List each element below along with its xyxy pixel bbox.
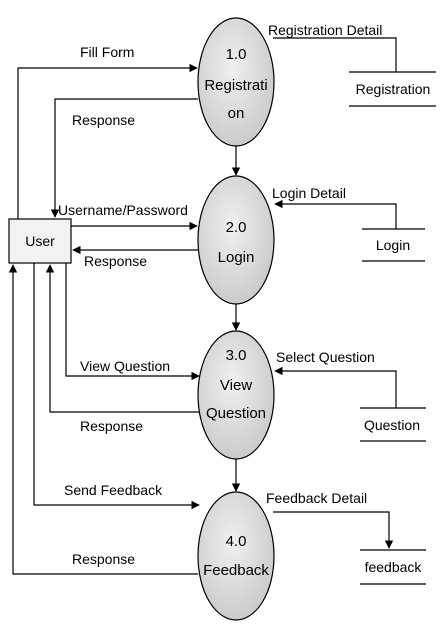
process-login-name-line-1: Login xyxy=(218,249,255,266)
datastore-question[interactable]: Question xyxy=(360,407,426,442)
flow-response-feedback[interactable]: Response xyxy=(8,264,198,575)
flow-username-password-label: Username/Password xyxy=(58,202,188,218)
flow-send-feedback[interactable]: Send Feedback xyxy=(33,263,200,510)
flow-response-view-question-label: Response xyxy=(80,418,143,434)
flow-response-registration-label: Response xyxy=(72,112,135,128)
process-view-question-name-line-1: View xyxy=(220,377,252,394)
flow-registration-detail-label: Registration Detail xyxy=(268,22,382,38)
flow-login-detail[interactable]: Login Detail xyxy=(272,185,397,229)
flow-login-detail-label: Login Detail xyxy=(272,185,346,201)
process-feedback-number: 4.0 xyxy=(226,533,247,550)
flow-select-question[interactable]: Select Question xyxy=(274,349,397,408)
flow-send-feedback-label: Send Feedback xyxy=(64,482,163,498)
datastore-registration-label: Registration xyxy=(356,81,431,97)
datastore-feedback[interactable]: feedback xyxy=(360,549,426,585)
process-registration-name-line-1: Registrati xyxy=(204,77,267,94)
process-login[interactable]: 2.0 Login xyxy=(197,175,275,305)
flow-registration-detail[interactable]: Registration Detail xyxy=(268,22,397,72)
process-view-question-name-line-2: Question xyxy=(206,405,266,422)
flow-feedback-detail-label: Feedback Detail xyxy=(266,490,367,506)
process-login-number: 2.0 xyxy=(226,219,247,236)
process-view-question[interactable]: 3.0 View Question xyxy=(197,330,275,460)
process-feedback[interactable]: 4.0 Feedback xyxy=(197,491,275,621)
flow-username-password[interactable]: Username/Password xyxy=(58,202,198,231)
process-registration-name-line-2: on xyxy=(228,105,245,122)
flow-select-question-label: Select Question xyxy=(276,349,375,365)
process-feedback-name-line-1: Feedback xyxy=(203,562,269,579)
datastore-login[interactable]: Login xyxy=(362,228,425,262)
datastore-question-label: Question xyxy=(364,417,420,433)
flow-fill-form-label: Fill Form xyxy=(80,44,134,60)
flow-feedback-detail[interactable]: Feedback Detail xyxy=(266,490,394,549)
flow-response-feedback-label: Response xyxy=(72,551,135,567)
flow-response-view-question[interactable]: Response xyxy=(45,264,199,434)
user-entity-label: User xyxy=(25,233,55,249)
process-registration-number: 1.0 xyxy=(226,46,247,63)
flow-fill-form[interactable]: Fill Form xyxy=(17,44,198,219)
user-entity[interactable]: User xyxy=(8,218,72,264)
flow-view-question-label: View Question xyxy=(80,358,170,374)
datastore-registration[interactable]: Registration xyxy=(349,71,436,107)
flow-response-login-label: Response xyxy=(84,253,147,269)
datastore-login-label: Login xyxy=(376,237,410,253)
flow-response-registration[interactable]: Response xyxy=(50,98,198,218)
flow-view-question[interactable]: View Question xyxy=(65,263,200,381)
flow-response-login[interactable]: Response xyxy=(72,245,198,269)
process-registration[interactable]: 1.0 Registrati on xyxy=(197,17,275,147)
process-view-question-number: 3.0 xyxy=(226,347,247,364)
datastore-feedback-label: feedback xyxy=(365,559,423,575)
